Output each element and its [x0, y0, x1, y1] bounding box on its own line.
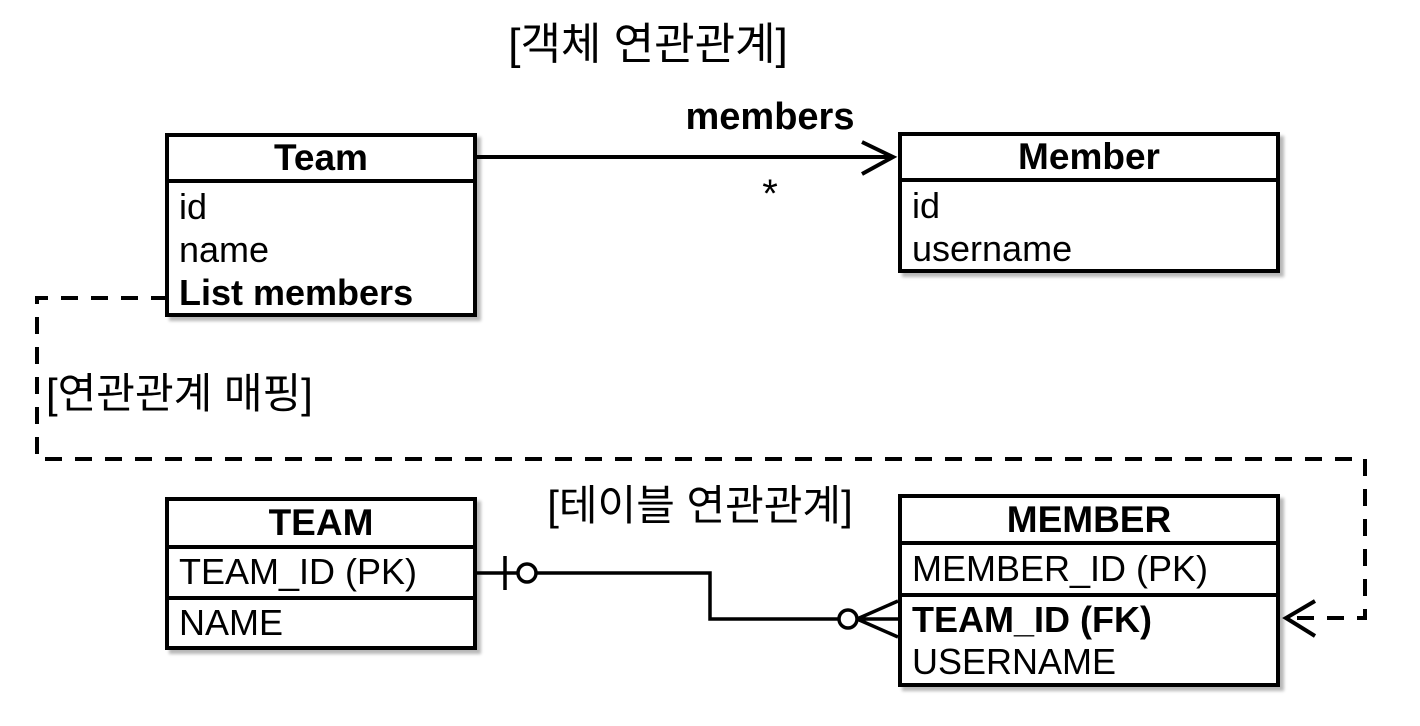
db-table-team-title: TEAM: [169, 501, 473, 549]
uml-class-team-title: Team: [169, 137, 473, 183]
members-association-arrow: [477, 140, 898, 176]
attribute-name: name: [179, 229, 270, 270]
uml-class-member-title: Member: [902, 136, 1276, 182]
column-name: NAME: [169, 595, 473, 647]
attribute-id: id: [912, 185, 941, 226]
uml-class-team: Team id name List members: [165, 133, 477, 317]
mapping-title: [연관관계 매핑]: [46, 370, 313, 417]
db-table-member: MEMBER MEMBER_ID (PK) TEAM_ID (FK) USERN…: [898, 494, 1280, 687]
db-table-member-lower-compartment: TEAM_ID (FK) USERNAME: [902, 593, 1276, 683]
attribute-list-members: List members: [179, 272, 414, 313]
column-team-id-fk: TEAM_ID (FK): [912, 599, 1152, 640]
optional-circle-member-side: [837, 608, 859, 630]
column-member-id-pk: MEMBER_ID (PK): [912, 548, 1209, 590]
optional-circle-team-side: [516, 562, 538, 584]
column-username: USERNAME: [912, 641, 1117, 682]
uml-class-team-attributes: id name List members: [169, 183, 473, 314]
association-multiplicity: *: [762, 172, 778, 216]
mapping-arrowhead: [1282, 599, 1317, 638]
db-table-team: TEAM TEAM_ID (PK) NAME: [165, 497, 477, 650]
crow-foot-many: [856, 599, 899, 639]
fk-relationship-connector: [477, 556, 899, 639]
db-table-member-title: MEMBER: [902, 498, 1276, 546]
table-relation-title: [테이블 연관관계]: [547, 482, 853, 529]
uml-class-member-attributes: id username: [902, 182, 1276, 270]
object-relation-title: [객체 연관관계]: [508, 20, 788, 69]
attribute-username: username: [912, 228, 1073, 269]
attribute-id: id: [179, 186, 208, 227]
column-team-id-pk: TEAM_ID (PK): [179, 551, 418, 593]
association-label: members: [685, 96, 855, 138]
uml-class-member: Member id username: [898, 132, 1280, 273]
